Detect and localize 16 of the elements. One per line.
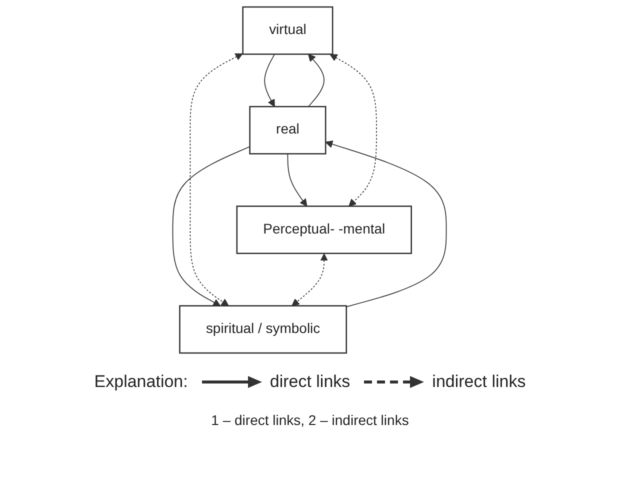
caption: 1 – direct links, 2 – indirect links [211, 412, 409, 428]
node-box: spiritual / symbolic [180, 305, 348, 354]
node-box: Perceptual- -mental [236, 206, 412, 254]
node-box: real [250, 106, 327, 154]
legend-heading: Explanation: [94, 372, 188, 392]
arrow [326, 140, 448, 308]
legend-text: indirect links [432, 372, 526, 392]
node-box: virtual [242, 6, 334, 55]
arrow [308, 54, 325, 108]
arrow [190, 53, 244, 306]
arrow [264, 54, 276, 107]
arrow [172, 146, 251, 306]
arrow [292, 253, 328, 306]
legend-text: direct links [270, 372, 350, 392]
arrow [288, 153, 308, 207]
arrow [330, 54, 378, 207]
